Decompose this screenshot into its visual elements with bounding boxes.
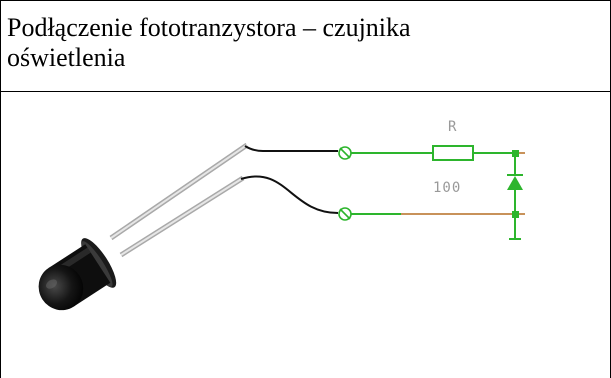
lead-wires [240,145,339,214]
screw-terminal-top [338,146,352,160]
phototransistor-wiring-diagram: R 100 [38,119,525,311]
resistor-name-label: R [448,119,457,135]
screw-terminal-bottom [338,207,352,221]
resistor [432,145,474,161]
diode [507,174,523,190]
page-title-line-2: oświetlenia [7,43,126,72]
circuit-wires [351,152,525,240]
phototransistor [38,238,117,311]
phototransistor-legs [109,142,249,258]
title-cell: Podłączenie fototranzystora – czujnika o… [1,1,610,92]
resistor-value-label: 100 [433,180,461,196]
diagram-cell: R 100 [1,93,610,378]
junction-nodes [512,150,519,218]
page-title-line-1: Podłączenie fototranzystora – czujnika [7,13,411,42]
